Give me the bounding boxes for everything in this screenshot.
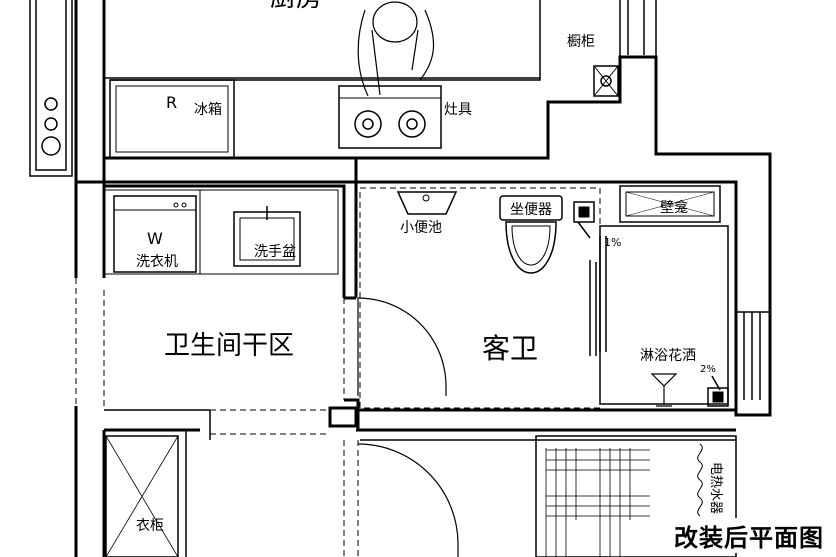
floor-drain bbox=[573, 201, 595, 223]
niche-label: 壁龛 bbox=[660, 200, 688, 216]
wardrobe-outline bbox=[105, 435, 179, 557]
stove-label: 灶具 bbox=[444, 102, 472, 118]
cabinet-label: 橱柜 bbox=[567, 34, 595, 50]
guest-bath-wall bbox=[344, 182, 738, 430]
wardrobe-label: 衣柜 bbox=[136, 518, 164, 534]
lower-tile-area bbox=[535, 435, 737, 557]
shower-head bbox=[650, 373, 678, 407]
urinal-outline bbox=[396, 191, 458, 215]
slope-label-2: 2% bbox=[700, 364, 716, 375]
dry-area-label: 卫生间干区 bbox=[164, 331, 294, 361]
door-lower bbox=[357, 443, 459, 557]
door-guest-bath bbox=[357, 297, 447, 396]
glass-partition bbox=[599, 236, 607, 352]
left-wall bbox=[74, 0, 106, 278]
urinal-label: 小便池 bbox=[400, 220, 442, 236]
kitchen-label: 厨房 bbox=[270, 0, 322, 13]
dry-area-wall bbox=[74, 180, 356, 298]
right-window bbox=[736, 311, 771, 400]
fridge-label: 冰箱 bbox=[194, 102, 222, 118]
washer-mark: W bbox=[147, 229, 163, 248]
guest-bath-label: 客卫 bbox=[482, 332, 538, 365]
flue-box bbox=[593, 65, 619, 97]
toilet-bowl bbox=[505, 221, 557, 274]
kitchen-wall bbox=[104, 55, 772, 417]
heater-label: 电热水器 bbox=[708, 462, 723, 514]
basin-label: 洗手盆 bbox=[254, 244, 296, 260]
toilet-tank bbox=[499, 195, 563, 221]
niche-outline bbox=[619, 185, 721, 223]
toilet-label: 坐便器 bbox=[510, 202, 552, 218]
shower-label: 淋浴花洒 bbox=[640, 348, 696, 364]
window-strip bbox=[29, 0, 73, 177]
fridge-mark: R bbox=[166, 93, 177, 112]
washer-outline bbox=[113, 195, 197, 273]
heater-coil bbox=[697, 443, 703, 517]
left-wall-lower bbox=[74, 406, 106, 557]
plan-caption: 改装后平面图 bbox=[670, 518, 828, 553]
washer-label: 洗衣机 bbox=[136, 254, 178, 270]
stove-outline bbox=[338, 85, 442, 149]
fridge-outline bbox=[109, 79, 235, 159]
slope-label: 1% bbox=[604, 236, 621, 249]
person-figure bbox=[372, 1, 418, 43]
shower-area bbox=[599, 225, 729, 405]
